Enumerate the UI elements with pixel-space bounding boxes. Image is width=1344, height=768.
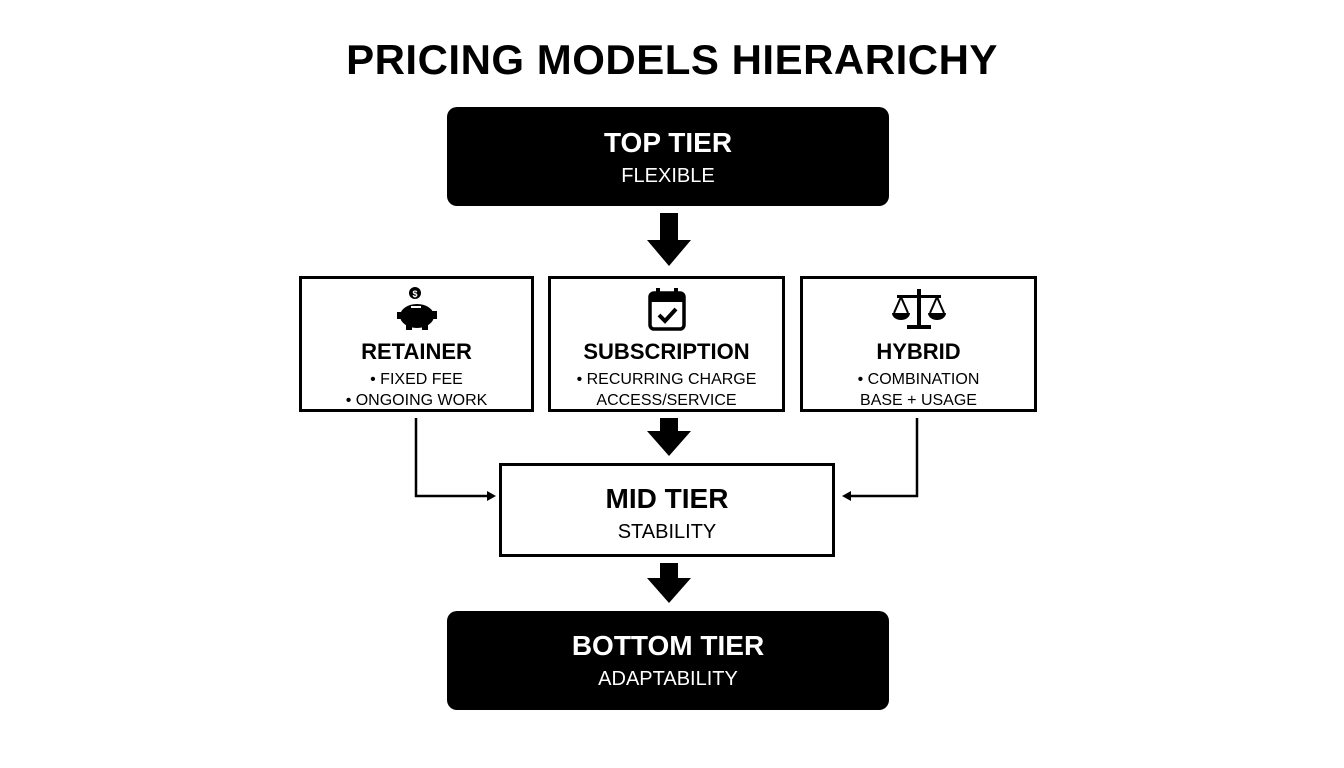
mid-tier-heading: MID TIER	[605, 483, 729, 514]
model-card-subscription: SUBSCRIPTION • RECURRING CHARGE ACCESS/SE…	[548, 276, 785, 412]
piggy-bank-icon: $	[302, 285, 531, 333]
model-line: • ONGOING WORK	[345, 392, 488, 409]
scales-icon	[803, 285, 1034, 333]
model-line: BASE + USAGE	[860, 392, 977, 409]
model-card-retainer: $ RETAINER • FIXED FEE • ONGOING WORK	[299, 276, 534, 412]
mid-tier-box: MID TIER STABILITY	[499, 463, 835, 557]
model-heading: RETAINER	[361, 339, 472, 364]
arrow-top-to-models	[647, 213, 691, 266]
top-tier-box: TOP TIER FLEXIBLE	[447, 107, 889, 206]
arrow-subscription-to-mid	[647, 418, 691, 456]
model-heading: HYBRID	[876, 339, 961, 364]
connector-hybrid-to-mid	[842, 418, 919, 501]
mid-tier-subtitle: STABILITY	[617, 521, 717, 543]
model-line: • FIXED FEE	[370, 371, 463, 388]
calendar-check-icon	[551, 285, 782, 333]
bottom-tier-heading: BOTTOM TIER	[571, 630, 765, 661]
top-tier-subtitle: FLEXIBLE	[621, 165, 715, 187]
bottom-tier-box: BOTTOM TIER ADAPTABILITY	[447, 611, 889, 710]
model-line: ACCESS/SERVICE	[596, 392, 737, 409]
bottom-tier-subtitle: ADAPTABILITY	[598, 668, 738, 690]
model-card-hybrid: HYBRID • COMBINATION BASE + USAGE	[800, 276, 1037, 412]
top-tier-heading: TOP TIER	[603, 127, 733, 158]
svg-text:$: $	[412, 289, 417, 299]
diagram-title: PRICING MODELS HIERARICHY	[346, 36, 998, 83]
model-line: • RECURRING CHARGE	[576, 371, 757, 388]
model-line: • COMBINATION	[857, 371, 980, 388]
arrow-mid-to-bottom	[647, 563, 691, 603]
model-heading: SUBSCRIPTION	[583, 339, 750, 364]
connector-retainer-to-mid	[414, 418, 496, 501]
